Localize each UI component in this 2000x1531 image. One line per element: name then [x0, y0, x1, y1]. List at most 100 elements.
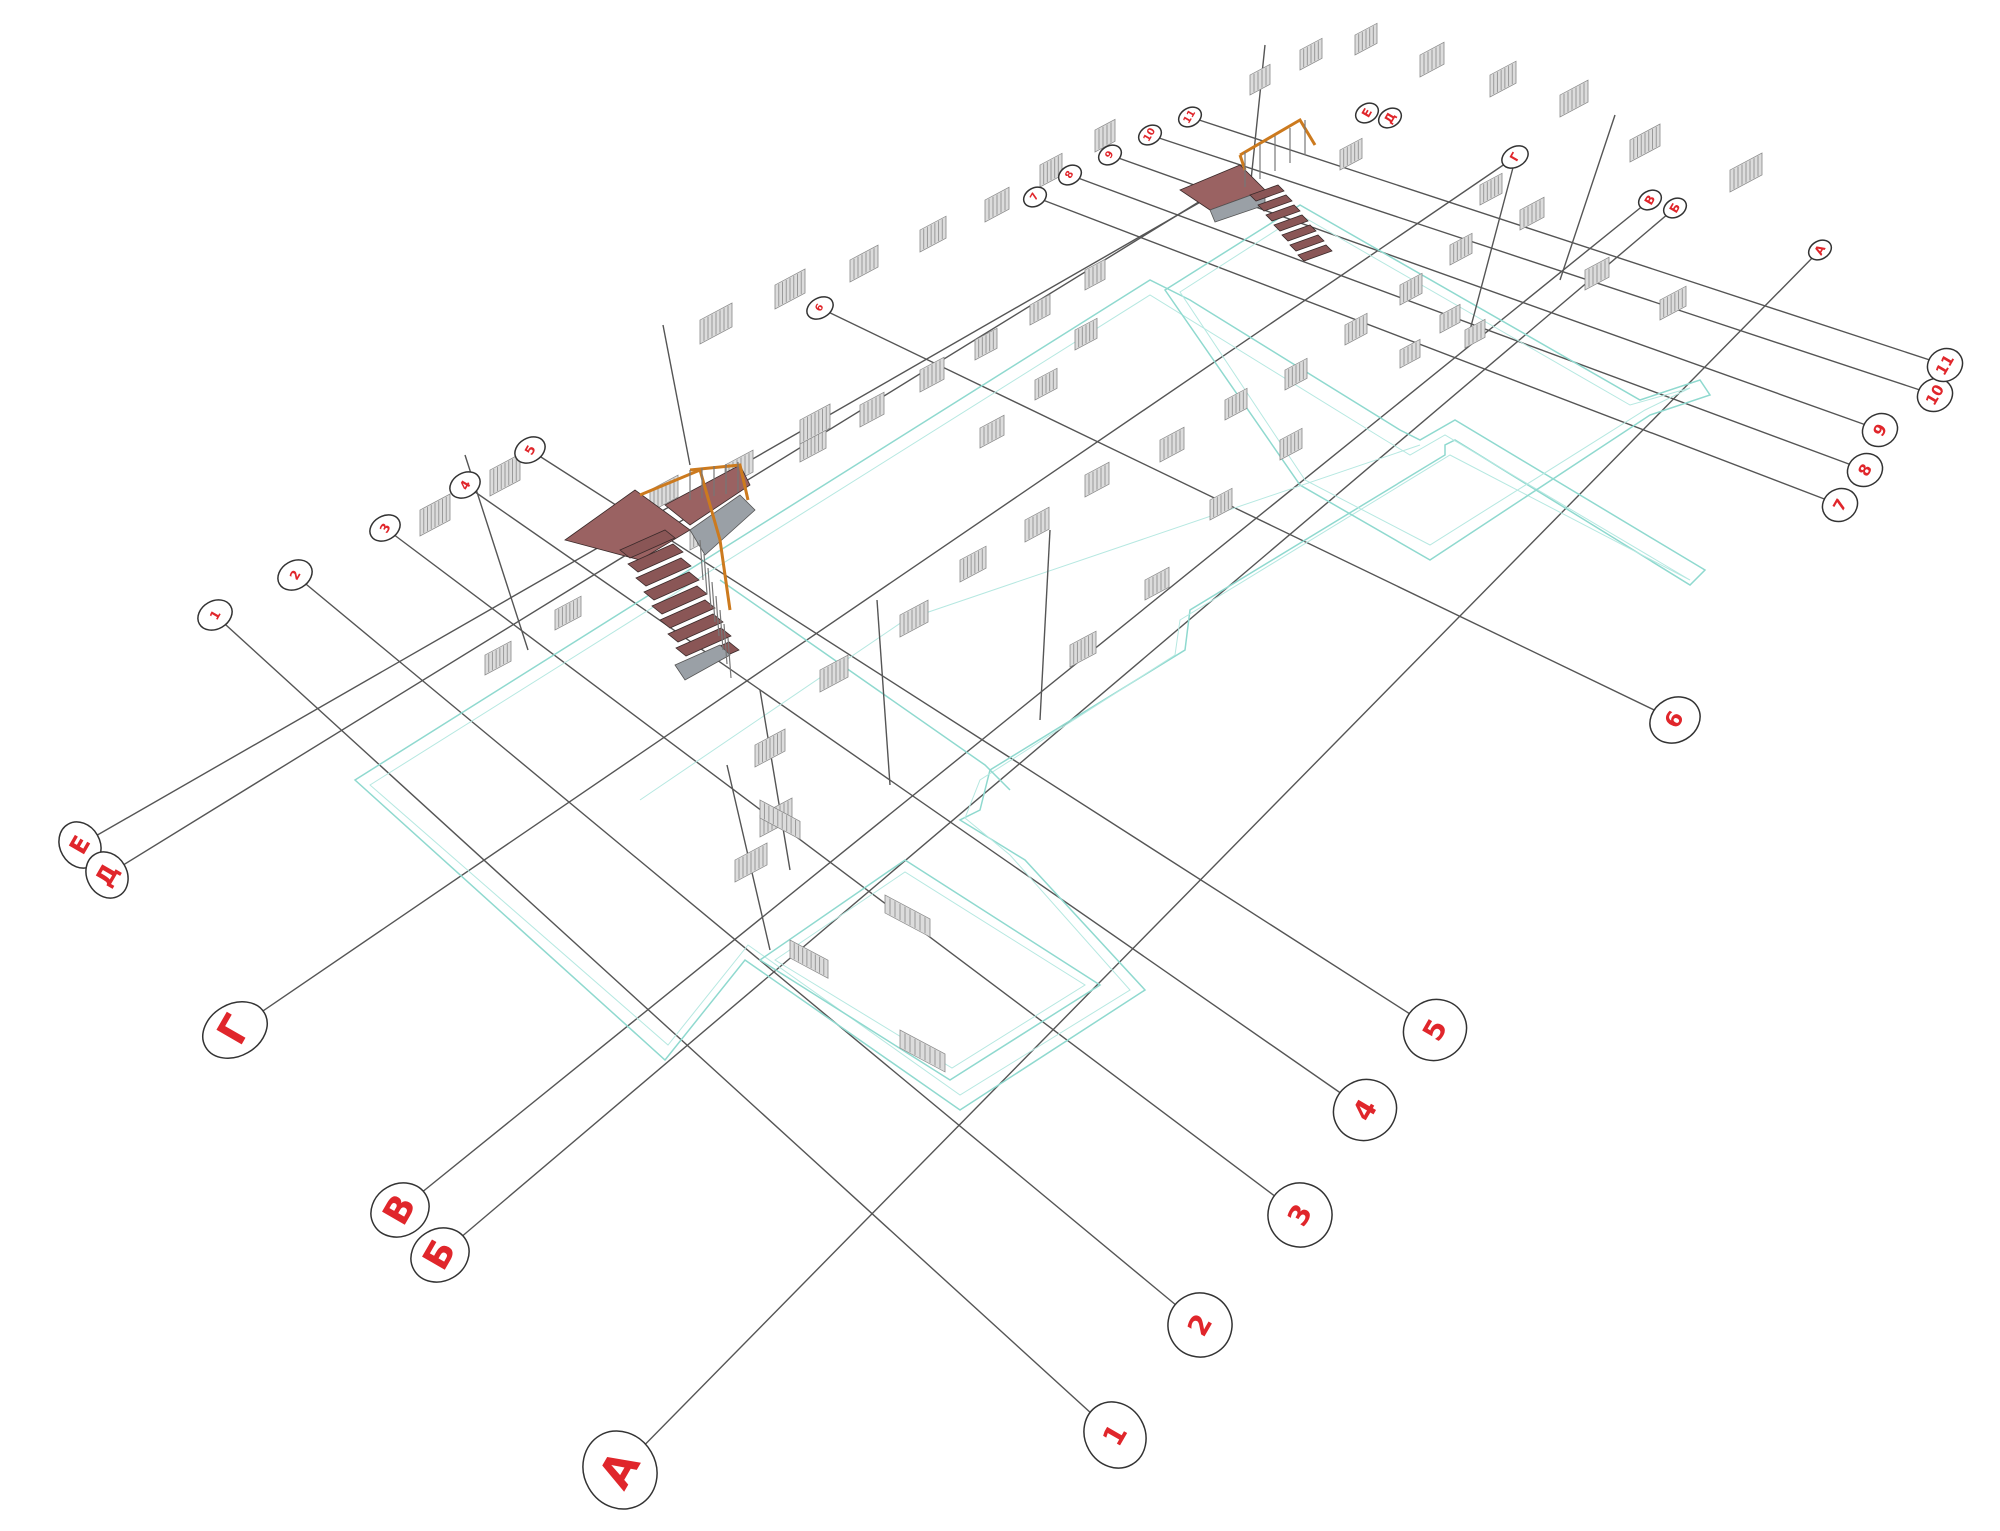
- axis-line-10: [1149, 134, 1936, 396]
- axis-line-6: [819, 307, 1676, 721]
- radiator-icon: [819, 654, 849, 693]
- stair-step: [667, 613, 724, 643]
- radiator-icon: [849, 244, 879, 283]
- stair-step: [643, 571, 700, 601]
- radiator-icon: [1209, 487, 1233, 521]
- radiator-icon: [884, 894, 931, 938]
- radiator-icon: [1224, 387, 1248, 421]
- radiator-icon: [799, 403, 831, 445]
- axis-bubble-a: А: [1807, 239, 1833, 261]
- radiator-icon: [734, 842, 768, 883]
- stair-step: [1281, 224, 1317, 242]
- radiator-icon: [1449, 232, 1473, 266]
- stair-step: [1273, 214, 1309, 232]
- stair-step: [675, 627, 732, 657]
- axis-bubble-4: 4: [1332, 1078, 1398, 1142]
- axis-bubble-5: 5: [1402, 998, 1468, 1062]
- axis-bubble-2: 2: [277, 559, 313, 591]
- slab-rear-inner: [1179, 214, 1691, 546]
- radiator-icon: [1339, 137, 1363, 171]
- radiator-icon: [1084, 461, 1110, 498]
- radiator-icon: [489, 453, 521, 497]
- axis-bubble-b: Б: [410, 1227, 470, 1283]
- slab-divider-1: [719, 579, 1011, 791]
- axis-bubble-6: 6: [1649, 696, 1701, 744]
- axis-bubble-v: В: [1637, 189, 1663, 211]
- radiator-icon: [554, 595, 582, 631]
- axis-bubble-2: 2: [1167, 1292, 1233, 1358]
- radiator-icon: [1074, 317, 1098, 351]
- radiator-icon: [1284, 357, 1308, 391]
- radiator-icon: [1084, 258, 1106, 291]
- axis-line-11: [1189, 116, 1946, 366]
- axis-bubble-d: Д: [1377, 107, 1403, 129]
- radiator-icon: [974, 327, 998, 361]
- radiator-icon: [1489, 60, 1517, 98]
- axis-bubble-1: 1: [197, 599, 233, 631]
- stair-step: [1257, 194, 1293, 212]
- stair-step: [1265, 204, 1301, 222]
- axis-bubble-3: 3: [369, 514, 401, 542]
- stair-step: [635, 557, 692, 587]
- radiator-icon: [1399, 272, 1423, 306]
- slab-front-wing: [758, 859, 1102, 1081]
- radiator-icon: [1559, 79, 1589, 118]
- slab-front-wing-inner: [774, 871, 1086, 1069]
- axis-label-8: 8: [1063, 169, 1076, 181]
- axis-line-1: [214, 614, 1116, 1436]
- staircase-main: [564, 462, 756, 681]
- radiator-icon: [419, 493, 451, 537]
- radiator-icon: [1399, 338, 1421, 369]
- axis-bubble-11: 11: [1177, 106, 1203, 128]
- axis-grid-lines: [79, 116, 1946, 1471]
- radiator-icon: [984, 186, 1010, 223]
- axis-line-3: [384, 527, 1301, 1216]
- axis-bubble-10: 10: [1137, 124, 1163, 146]
- radiator-icon: [754, 728, 786, 768]
- axis-bubble-v: В: [370, 1182, 430, 1238]
- axis-line-V: [399, 199, 1651, 1211]
- axis-bubble-9: 9: [1097, 144, 1123, 166]
- radiator-icon: [1159, 426, 1185, 463]
- axis-bubble-9: 9: [1861, 412, 1899, 448]
- axis-bubble-1: 1: [1083, 1401, 1147, 1469]
- axis-bubble-3: 3: [1267, 1182, 1333, 1248]
- radiator-icon: [1439, 303, 1461, 334]
- axis-bubble-11: 11: [1926, 347, 1964, 383]
- radiator-icon: [899, 1029, 946, 1073]
- radiator-icon: [1029, 293, 1051, 326]
- radiator-icon: [1039, 152, 1063, 188]
- axis-label-7: 7: [1028, 191, 1041, 203]
- axis-bubble-8: 8: [1846, 452, 1884, 488]
- staircase-icon: [619, 529, 740, 681]
- axis-bubble-b: Б: [1662, 197, 1688, 219]
- axis-bubble-6: 6: [806, 296, 834, 320]
- radiator-icon: [919, 215, 947, 253]
- axis-line-7: [1034, 196, 1841, 506]
- axis-bubble-a: А: [582, 1430, 658, 1510]
- radiator-icon: [919, 356, 945, 393]
- stair-step: [1289, 234, 1325, 252]
- stair-step: [659, 599, 716, 629]
- axis-line-8: [1069, 174, 1866, 471]
- axis-bubble-e: Е: [1354, 102, 1380, 124]
- radiator-icon: [1629, 123, 1661, 163]
- radiator-icon: [699, 302, 733, 345]
- radiator-icon: [959, 545, 987, 583]
- axis-label-9: 9: [1103, 149, 1116, 161]
- radiator-icon: [759, 799, 801, 840]
- axis-line-A: [619, 249, 1821, 1471]
- radiator-icon: [1034, 367, 1058, 401]
- axis-bubble-7: 7: [1022, 186, 1048, 208]
- radiators: [419, 22, 1763, 1073]
- radiator-icon: [774, 268, 806, 310]
- radiator-icon: [484, 640, 512, 676]
- axis-bubble-5: 5: [514, 436, 546, 464]
- axis-bubble-7: 7: [1821, 487, 1859, 523]
- radiator-icon: [1659, 285, 1687, 321]
- slab-rear-section: [1163, 204, 1712, 561]
- radiator-icon: [1584, 256, 1610, 291]
- staircase-upper: [1179, 117, 1333, 262]
